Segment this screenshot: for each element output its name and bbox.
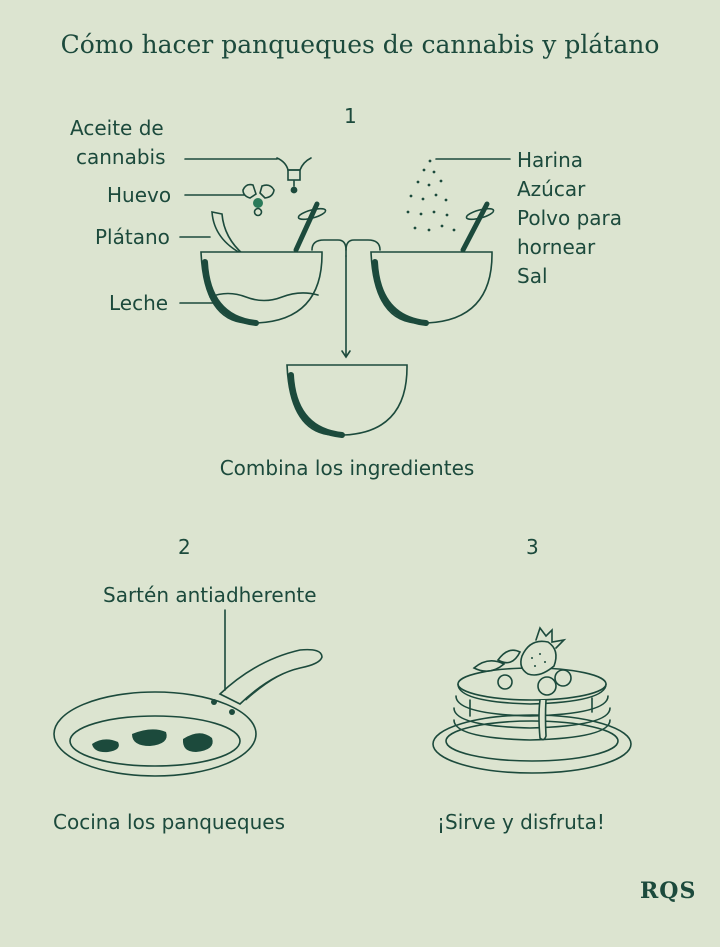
label-oil-line2: cannabis	[76, 145, 166, 169]
label-sugar: Azúcar	[517, 177, 586, 201]
connector-right	[345, 239, 381, 251]
page-title: Cómo hacer panqueques de cannabis y plát…	[60, 30, 660, 59]
whisk-right-icon	[465, 207, 495, 221]
oil-dropper-icon	[276, 157, 312, 194]
banana-icon	[211, 211, 245, 256]
label-pan: Sartén antiadherente	[103, 583, 317, 607]
step-1-caption: Combina los ingredientes	[219, 456, 475, 480]
step-2-number: 2	[178, 535, 191, 559]
pancake-stack-icon	[432, 626, 632, 774]
label-baking-powder-line2: hornear	[517, 235, 596, 259]
label-egg: Huevo	[107, 183, 172, 207]
flour-sprinkle-icon	[406, 159, 456, 232]
frying-pan-icon	[53, 648, 323, 777]
whisk-handle-left	[293, 201, 320, 253]
egg-icon	[242, 183, 275, 217]
step-3-number: 3	[526, 535, 539, 559]
step-2-caption: Cocina los panqueques	[53, 810, 286, 834]
whisk-handle-right	[460, 201, 490, 253]
connector-arrowhead	[341, 350, 351, 359]
label-flour: Harina	[517, 148, 584, 172]
combined-bowl-icon	[286, 364, 408, 438]
mixing-bowl-right-icon	[370, 251, 493, 326]
step-1-number: 1	[344, 104, 357, 128]
step-3-caption: ¡Sirve y disfruta!	[437, 810, 605, 834]
label-salt: Sal	[517, 264, 548, 288]
label-oil-line1: Aceite de	[70, 116, 164, 140]
label-baking-powder-line1: Polvo para	[517, 206, 622, 230]
mixing-bowl-left-icon	[200, 251, 323, 326]
label-milk: Leche	[109, 291, 169, 315]
whisk-left-icon	[297, 207, 327, 221]
brand-logo: RQS	[640, 878, 697, 904]
label-banana: Plátano	[95, 225, 170, 249]
